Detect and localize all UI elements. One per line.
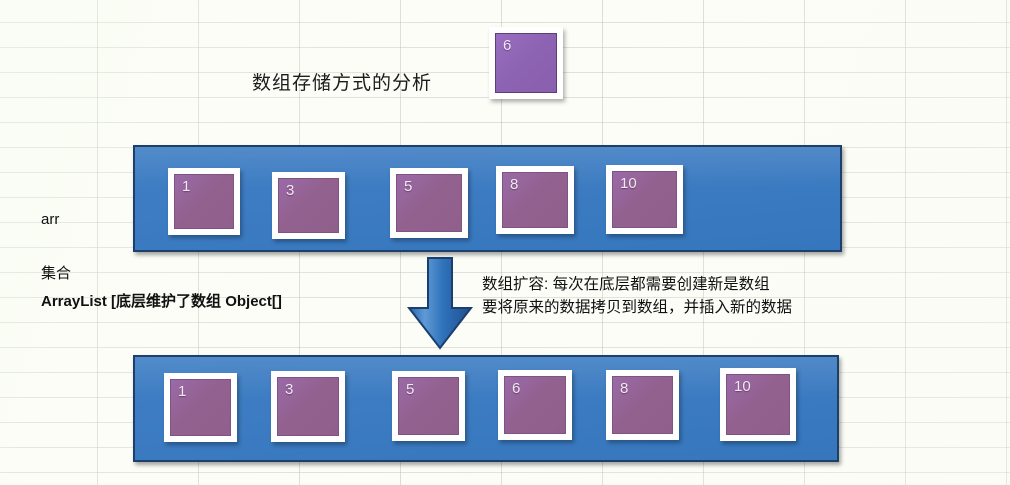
- arrow-down-icon: [406, 257, 474, 350]
- label-arr: arr: [41, 211, 60, 228]
- array-cell: 5: [390, 168, 468, 238]
- array-cell: 1: [164, 373, 237, 442]
- cell-value: 6: [512, 380, 521, 397]
- original-array-bar: [133, 145, 842, 252]
- array-cell-fill: 8: [612, 376, 673, 434]
- floating-value-cell: 6: [489, 27, 563, 99]
- array-cell: 8: [606, 370, 679, 440]
- array-cell: 8: [496, 166, 574, 234]
- array-cell: 3: [271, 371, 345, 442]
- array-cell-fill: 1: [170, 379, 231, 436]
- expansion-arrow: [405, 256, 475, 351]
- array-cell-fill: 6: [504, 376, 566, 434]
- cell-value: 8: [510, 176, 519, 193]
- array-cell: 1: [168, 168, 240, 235]
- array-cell: 10: [606, 165, 683, 234]
- annotation-line-2: 要将原来的数据拷贝到数组，并插入新的数据: [482, 299, 793, 316]
- cell-value: 1: [178, 383, 187, 400]
- floating-cell-fill: 6: [495, 33, 557, 93]
- array-cell-fill: 10: [612, 171, 677, 228]
- cell-value: 1: [182, 178, 191, 195]
- cell-value: 5: [404, 178, 413, 195]
- cell-value: 3: [285, 381, 294, 398]
- cell-value: 10: [734, 378, 751, 395]
- cell-value: 5: [406, 381, 415, 398]
- array-cell-fill: 3: [277, 377, 339, 436]
- cell-value: 6: [503, 37, 512, 54]
- annotation-line-1: 数组扩容: 每次在底层都需要创建新是数组: [482, 276, 770, 293]
- array-cell: 3: [272, 172, 345, 239]
- cell-value: 10: [620, 175, 637, 192]
- array-cell-fill: 8: [502, 172, 568, 228]
- array-cell: 6: [498, 370, 572, 440]
- label-arraylist: ArrayList [底层维护了数组 Object[]: [41, 293, 282, 310]
- array-cell-fill: 5: [396, 174, 462, 232]
- array-cell-fill: 5: [398, 377, 459, 435]
- expansion-annotation: 数组扩容: 每次在底层都需要创建新是数组 要将原来的数据拷贝到数组，并插入新的数…: [482, 273, 792, 319]
- page-title: 数组存储方式的分析: [252, 73, 433, 94]
- array-cell: 10: [720, 368, 796, 441]
- array-cell-fill: 3: [278, 178, 339, 233]
- cell-value: 8: [620, 380, 629, 397]
- array-cell-fill: 1: [174, 174, 234, 229]
- cell-value: 3: [286, 182, 295, 199]
- array-cell-fill: 10: [726, 374, 790, 435]
- array-cell: 5: [392, 371, 465, 441]
- label-set: 集合: [41, 265, 72, 282]
